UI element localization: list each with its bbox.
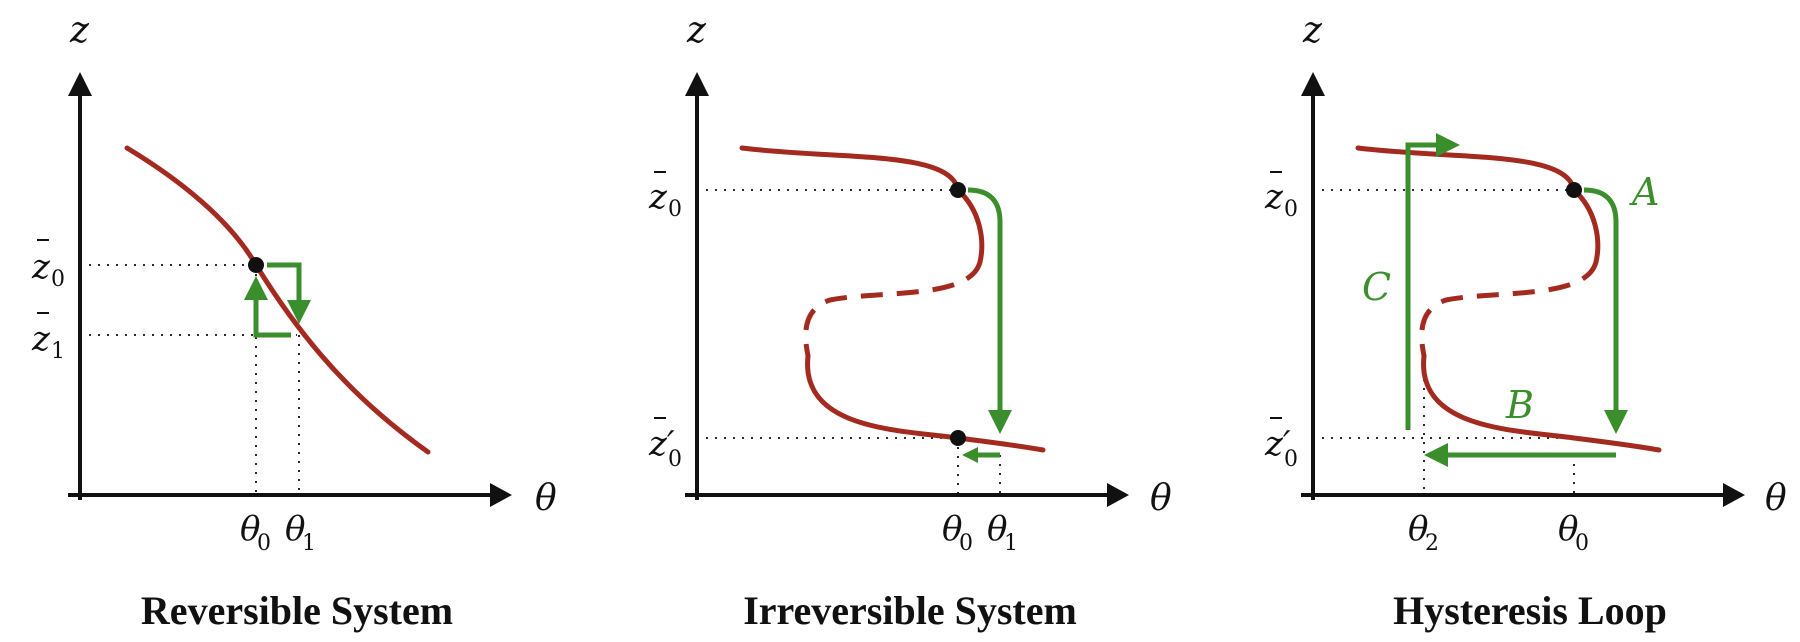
caption-reversible: Reversible System	[141, 588, 453, 633]
xlabel-theta0: θ 0	[240, 509, 271, 556]
x-axis-label: θ	[535, 478, 557, 519]
ylabel-z0: z 0	[31, 239, 65, 292]
unstable-branch	[803, 261, 983, 357]
svg-text:z′: z′	[648, 424, 675, 464]
unstable-branch	[1419, 261, 1599, 357]
cycle-arrowhead-down	[287, 300, 311, 324]
path-b-arrowhead	[1424, 443, 1448, 467]
svg-text:1: 1	[51, 339, 65, 364]
lower-stable-branch	[805, 353, 1046, 453]
svg-text:θ: θ	[1408, 509, 1428, 549]
return-arrowhead	[962, 447, 978, 463]
ylabel-z0prime: z′ 0	[1264, 417, 1298, 472]
y-axis-arrowhead	[685, 72, 709, 96]
lower-equilibrium-point	[950, 430, 966, 446]
ylabel-z0: z 0	[1264, 171, 1298, 222]
svg-text:z: z	[31, 319, 51, 359]
y-axis-label: z	[1302, 10, 1323, 51]
path-label-a: A	[1629, 170, 1659, 214]
svg-text:0: 0	[51, 267, 65, 292]
cycle-arrowhead-up	[244, 276, 268, 300]
svg-text:θ: θ	[240, 509, 260, 549]
svg-text:θ: θ	[1558, 509, 1578, 549]
equilibrium-curve	[124, 145, 431, 455]
upper-equilibrium-point	[950, 182, 966, 198]
upper-stable-branch	[1355, 145, 1601, 265]
xlabel-theta1: θ 1	[987, 509, 1018, 556]
svg-text:z: z	[648, 177, 668, 217]
caption-hysteresis: Hysteresis Loop	[1393, 588, 1667, 633]
x-axis-arrowhead	[490, 483, 512, 507]
svg-text:θ: θ	[285, 509, 305, 549]
jump-arrowhead	[988, 410, 1012, 434]
upper-stable-branch	[739, 145, 985, 265]
svg-text:z: z	[1264, 177, 1284, 217]
path-a-arrow	[1583, 187, 1619, 412]
path-a-arrowhead	[1604, 410, 1628, 434]
jump-arrow	[967, 187, 1003, 412]
svg-text:2: 2	[1425, 531, 1439, 556]
path-c-arrowhead	[1436, 133, 1460, 157]
xlabel-theta0: θ 0	[1558, 509, 1589, 556]
svg-text:1: 1	[302, 531, 316, 556]
xlabel-theta0: θ 0	[942, 509, 973, 556]
equilibrium-point	[248, 257, 264, 273]
cycle-arrow-down	[267, 262, 302, 305]
ylabel-z1: z 1	[31, 312, 65, 364]
x-axis-arrowhead	[1107, 483, 1129, 507]
svg-text:0: 0	[257, 531, 271, 556]
equilibrium-point	[1566, 182, 1582, 198]
xlabel-theta2: θ 2	[1408, 509, 1439, 556]
svg-text:θ: θ	[987, 509, 1007, 549]
y-axis-arrowhead	[1301, 72, 1325, 96]
path-label-b: B	[1505, 383, 1534, 427]
svg-text:0: 0	[1284, 447, 1298, 472]
y-axis-label: z	[69, 10, 90, 51]
x-axis-label: θ	[1150, 478, 1172, 519]
svg-text:0: 0	[668, 447, 682, 472]
panel-reversible: z θ z 0 z 1 θ 0 θ 1	[31, 10, 557, 633]
panel-irreversible: z θ z 0 z′ 0 θ 0 θ	[648, 10, 1172, 633]
x-axis-arrowhead	[1723, 483, 1745, 507]
ylabel-z0: z 0	[648, 171, 682, 222]
svg-text:z: z	[31, 247, 51, 287]
lower-stable-branch	[1421, 353, 1662, 453]
svg-text:0: 0	[668, 197, 682, 222]
y-axis-label: z	[686, 10, 707, 51]
path-c-arrow	[1405, 142, 1440, 430]
svg-text:0: 0	[1575, 531, 1589, 556]
ylabel-z0prime: z′ 0	[648, 417, 682, 472]
svg-text:0: 0	[959, 531, 973, 556]
svg-text:0: 0	[1284, 197, 1298, 222]
xlabel-theta1: θ 1	[285, 509, 316, 556]
panel-hysteresis: z θ A B C z 0 z′ 0 θ	[1264, 10, 1787, 633]
svg-text:z′: z′	[1264, 424, 1291, 464]
cycle-arrow-up	[253, 295, 291, 338]
path-label-c: C	[1362, 265, 1391, 309]
x-axis-label: θ	[1765, 478, 1787, 519]
svg-text:1: 1	[1004, 531, 1018, 556]
svg-text:θ: θ	[942, 509, 962, 549]
y-axis-arrowhead	[68, 72, 92, 96]
caption-irreversible: Irreversible System	[743, 588, 1077, 633]
